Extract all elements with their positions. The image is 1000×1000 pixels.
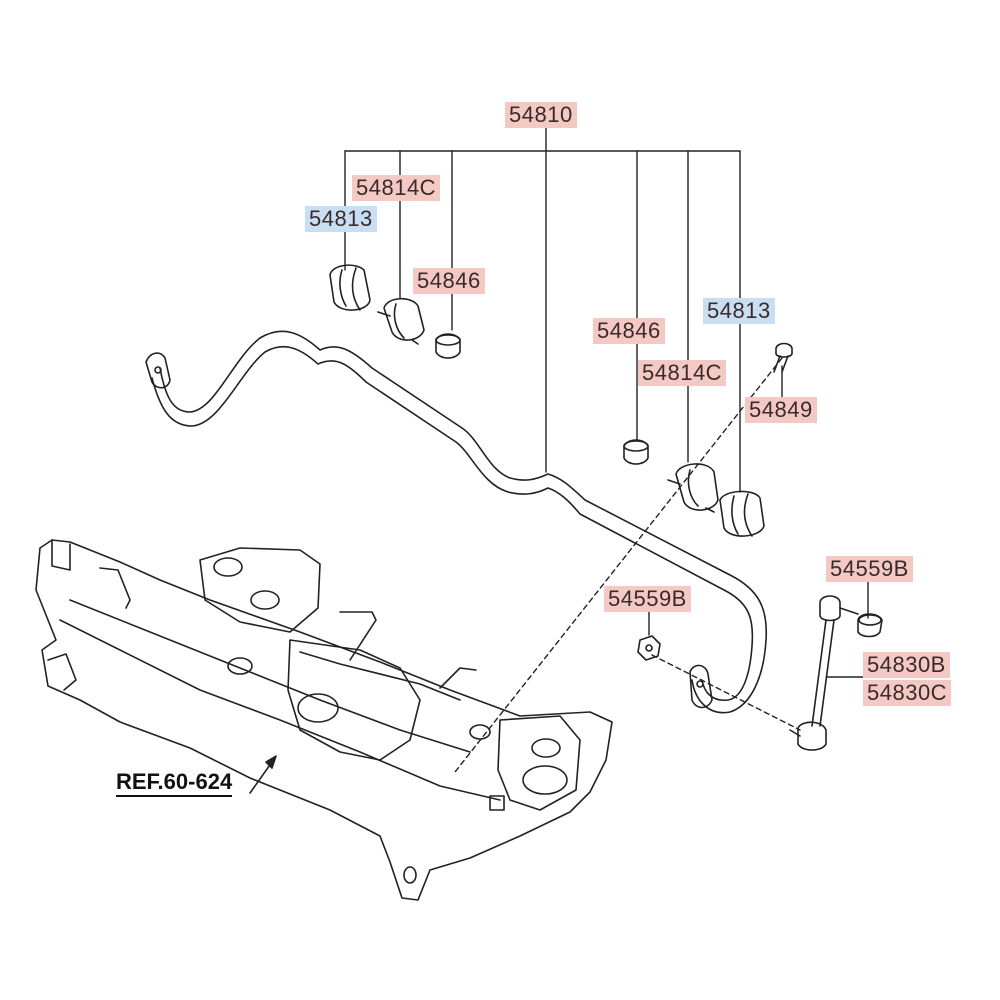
label-bracket-left[interactable]: 54814C — [352, 175, 441, 201]
label-bracket-right[interactable]: 54814C — [638, 360, 727, 386]
bracket-left — [377, 297, 425, 345]
stabilizer-bar — [145, 330, 768, 714]
nut-left — [637, 635, 661, 661]
label-nut-right[interactable]: 54559B — [826, 556, 913, 582]
label-stabilizer-bar[interactable]: 54810 — [505, 102, 577, 128]
label-link-c[interactable]: 54830C — [863, 680, 952, 706]
subframe — [35, 539, 613, 901]
bracket-right — [667, 463, 719, 513]
label-link-b[interactable]: 54830B — [863, 652, 950, 678]
label-nut-left[interactable]: 54559B — [604, 586, 691, 612]
nut-right — [857, 613, 883, 638]
bushing-right — [719, 490, 765, 537]
label-reference[interactable]: REF.60-624 — [116, 769, 233, 797]
bracket-bolt — [773, 342, 793, 373]
label-bolt-cap-right[interactable]: 54846 — [593, 318, 665, 344]
label-bolt-cap-left[interactable]: 54846 — [413, 268, 485, 294]
bolt-cap-left — [435, 333, 461, 359]
reference-arrow — [249, 755, 277, 794]
label-bushing-left[interactable]: 54813 — [305, 206, 377, 232]
label-bracket-bolt[interactable]: 54849 — [745, 397, 817, 423]
stabilizer-link — [789, 595, 859, 751]
bolt-cap-right — [623, 439, 649, 465]
label-bushing-right[interactable]: 54813 — [703, 298, 775, 324]
leader-lines-other — [454, 357, 869, 773]
bushing-left — [329, 264, 371, 311]
